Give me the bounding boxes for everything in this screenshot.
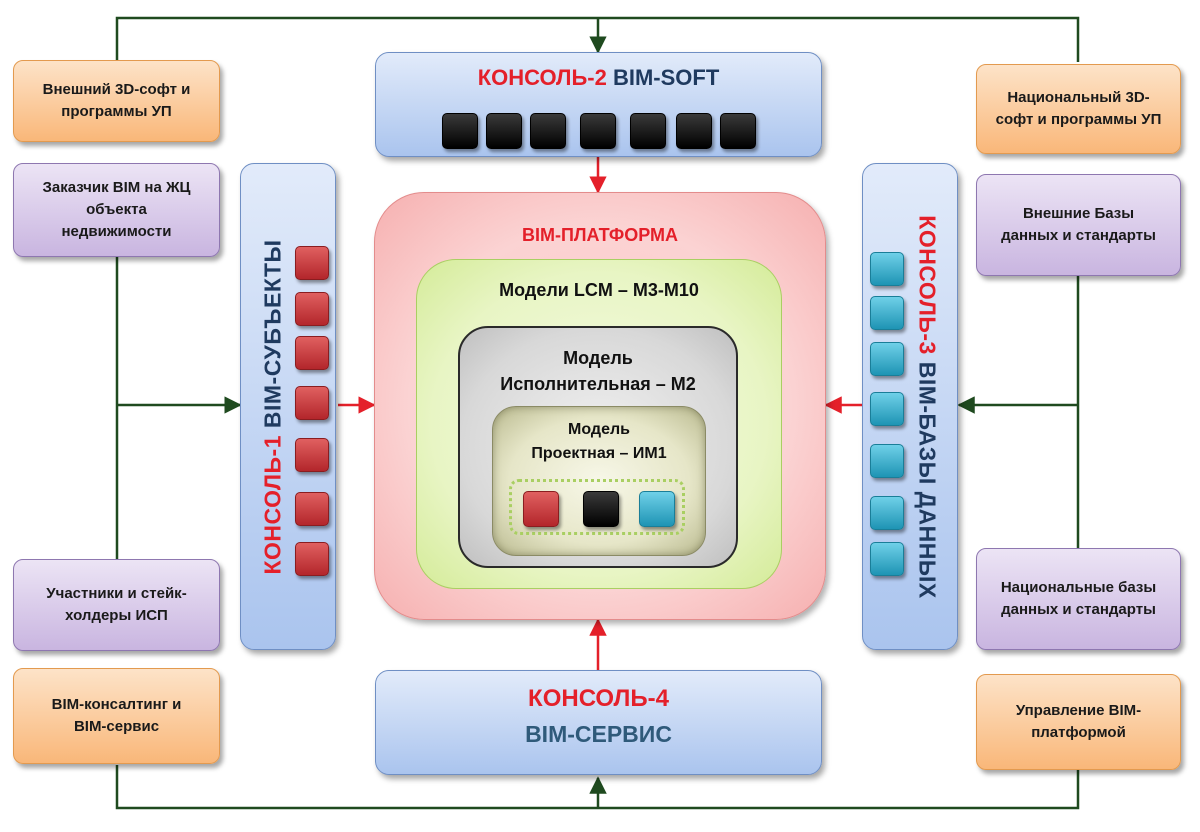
console1-name: КОНСОЛЬ-1 [259, 434, 286, 575]
subject-module-5[interactable] [295, 438, 329, 472]
executive-model[interactable]: Модель Исполнительная – М2 Модель Проект… [458, 326, 738, 568]
soft-module-5[interactable] [630, 113, 666, 149]
lcm-title: Модели LCM – М3-М10 [499, 280, 699, 300]
consulting-label-1: BIM-консалтинг и [51, 696, 182, 714]
bim-platform[interactable]: BIM-ПЛАТФОРМА Модели LCM – М3-М10 Модель… [374, 192, 826, 620]
customer-label-1: Заказчик BIM на ЖЦ [42, 179, 191, 197]
consulting-label-2: BIM-сервис [73, 718, 160, 735]
external-db-box[interactable]: Внешние Базы данных и стандарты [976, 174, 1181, 276]
db-module-3[interactable] [870, 342, 904, 376]
external-soft-box[interactable]: Внешний 3D-софт и программы УП [13, 60, 220, 142]
db-module-6[interactable] [870, 496, 904, 530]
customer-box[interactable]: Заказчик BIM на ЖЦ объекта недвижимости [13, 163, 220, 257]
soft-module-6[interactable] [676, 113, 712, 149]
db-module-5[interactable] [870, 444, 904, 478]
console4-name: КОНСОЛЬ-4 [528, 685, 669, 712]
external-db-label-1: Внешние Базы [1022, 205, 1135, 223]
exec-title-2: Исполнительная – М2 [500, 374, 696, 394]
participants-label-1: Участники и стейк- [46, 585, 187, 603]
exec-title-1: Модель [563, 348, 633, 368]
national-db-label-1: Национальные базы [1000, 579, 1157, 597]
soft-module-7[interactable] [720, 113, 756, 149]
design-module-red[interactable] [523, 491, 559, 527]
soft-module-1[interactable] [442, 113, 478, 149]
external-soft-label: Внешний 3D-софт и программы УП [42, 81, 191, 120]
db-module-4[interactable] [870, 392, 904, 426]
national-soft-label-1: Национальный 3D- [1007, 89, 1150, 107]
management-box[interactable]: Управление BIM- платформой [976, 674, 1181, 770]
national-soft-label-2: софт и программы УП [995, 111, 1162, 128]
participants-box[interactable]: Участники и стейк- холдеры ИСП [13, 559, 220, 651]
design-modules-group [509, 479, 685, 535]
console3-label: КОНСОЛЬ-3 BIM-БАЗЫ ДАННЫХ [914, 215, 941, 598]
subject-module-4[interactable] [295, 386, 329, 420]
soft-module-3[interactable] [530, 113, 566, 149]
console4-subtitle: BIM-СЕРВИС [525, 721, 672, 747]
console1-subtitle: BIM-СУБЪЕКТЫ [259, 239, 286, 429]
design-title-1: Модель [568, 421, 630, 438]
console3-subtitle: BIM-БАЗЫ ДАННЫХ [914, 361, 941, 599]
db-module-2[interactable] [870, 296, 904, 330]
console2-panel[interactable]: КОНСОЛЬ-2 BIM-SOFT [375, 52, 822, 157]
national-db-label-2: данных и стандарты [1001, 601, 1156, 618]
management-label-1: Управление BIM- [1015, 702, 1142, 720]
soft-module-2[interactable] [486, 113, 522, 149]
national-soft-box[interactable]: Национальный 3D- софт и программы УП [976, 64, 1181, 154]
console3-name: КОНСОЛЬ-3 [914, 215, 941, 355]
subject-module-6[interactable] [295, 492, 329, 526]
design-model[interactable]: Модель Проектная – ИМ1 [492, 406, 706, 556]
national-db-box[interactable]: Национальные базы данных и стандарты [976, 548, 1181, 650]
management-label-2: платформой [1031, 724, 1126, 741]
console2-title: КОНСОЛЬ-2 BIM-SOFT [376, 65, 821, 91]
console2-name: КОНСОЛЬ-2 [477, 65, 607, 90]
subject-module-3[interactable] [295, 336, 329, 370]
db-module-7[interactable] [870, 542, 904, 576]
design-module-black[interactable] [583, 491, 619, 527]
customer-label-2: объекта [86, 201, 147, 219]
subject-module-1[interactable] [295, 246, 329, 280]
external-db-label-2: данных и стандарты [1001, 227, 1156, 244]
db-module-1[interactable] [870, 252, 904, 286]
platform-title: BIM-ПЛАТФОРМА [521, 225, 679, 245]
design-title-2: Проектная – ИМ1 [531, 445, 667, 462]
console3-panel[interactable]: КОНСОЛЬ-3 BIM-БАЗЫ ДАННЫХ [862, 163, 958, 650]
soft-module-4[interactable] [580, 113, 616, 149]
participants-label-2: холдеры ИСП [65, 607, 168, 624]
console4-panel[interactable]: КОНСОЛЬ-4 BIM-СЕРВИС [375, 670, 822, 775]
console1-label: КОНСОЛЬ-1 BIM-СУБЪЕКТЫ [260, 239, 287, 574]
design-module-teal[interactable] [639, 491, 675, 527]
console1-panel[interactable]: КОНСОЛЬ-1 BIM-СУБЪЕКТЫ [240, 163, 336, 650]
subject-module-2[interactable] [295, 292, 329, 326]
consulting-box[interactable]: BIM-консалтинг и BIM-сервис [13, 668, 220, 764]
console2-subtitle: BIM-SOFT [612, 65, 720, 90]
lcm-models[interactable]: Модели LCM – М3-М10 Модель Исполнительна… [416, 259, 782, 589]
subject-module-7[interactable] [295, 542, 329, 576]
customer-label-3: недвижимости [61, 222, 172, 240]
